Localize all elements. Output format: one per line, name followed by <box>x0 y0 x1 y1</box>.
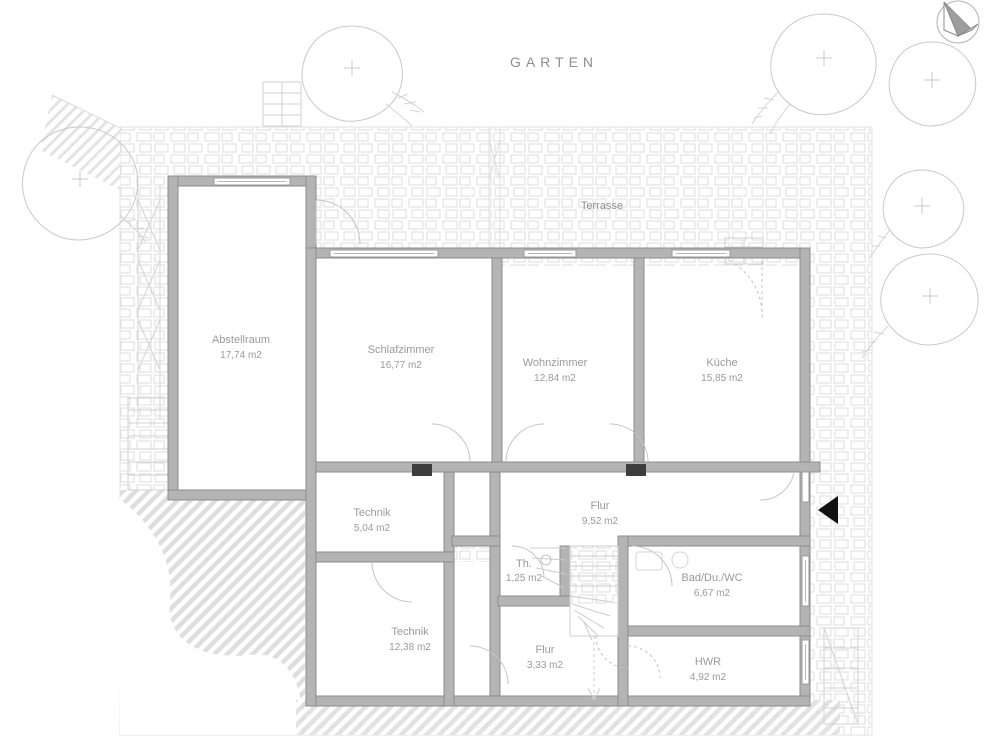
door-markers <box>412 464 646 476</box>
terrasse-label: Terrasse <box>581 200 623 212</box>
room-label-abstellraum: Abstellraum <box>212 334 270 346</box>
north-arrow-icon <box>936 0 980 44</box>
room-label-schlafzimmer: Schlafzimmer <box>368 344 435 356</box>
room-area-kueche: 15,85 m2 <box>701 373 743 384</box>
trellis-top-center <box>262 81 302 127</box>
tree-right-mid <box>869 169 965 259</box>
tree-top-center <box>301 25 425 127</box>
room-area-flur-unten: 3,33 m2 <box>527 660 564 671</box>
room-area-th: 1,25 m2 <box>506 573 543 584</box>
room-area-wohnzimmer: 12,84 m2 <box>534 373 576 384</box>
room-label-kueche: Küche <box>706 357 737 369</box>
tree-top-right <box>751 13 877 135</box>
room-area-technik-oben: 5,04 m2 <box>354 523 391 534</box>
room-area-bad-du-wc: 6,67 m2 <box>694 588 731 599</box>
tree-right-upper <box>888 41 977 127</box>
room-label-technik-unten: Technik <box>391 626 429 638</box>
room-labels: Abstellraum 17,74 m2 Schlafzimmer 16,77 … <box>212 334 743 683</box>
room-area-abstellraum: 17,74 m2 <box>220 350 262 361</box>
room-label-flur-mitte: Flur <box>591 500 610 512</box>
room-label-th: Th. <box>516 558 532 570</box>
room-area-flur-mitte: 9,52 m2 <box>582 516 619 527</box>
bathroom-fixtures <box>635 551 689 571</box>
room-area-schlafzimmer: 16,77 m2 <box>380 360 422 371</box>
trellis-top-left <box>137 185 161 420</box>
room-label-technik-oben: Technik <box>353 507 391 519</box>
trellis-bottom-right <box>823 627 859 725</box>
room-label-wohnzimmer: Wohnzimmer <box>523 357 588 369</box>
tree-right-lower <box>861 253 979 359</box>
windows <box>213 177 810 685</box>
room-area-technik-unten: 12,38 m2 <box>389 642 431 653</box>
planting-bed-hatch <box>118 490 840 735</box>
tree-top-left <box>22 126 150 243</box>
gravel-path <box>40 94 121 190</box>
room-label-hwr: HWR <box>695 656 721 668</box>
door-swings <box>315 199 795 685</box>
room-area-hwr: 4,92 m2 <box>690 672 727 683</box>
canopy-lines <box>488 128 501 252</box>
staircase <box>530 545 619 701</box>
room-label-bad-du-wc: Bad/Du./WC <box>681 572 742 584</box>
garten-title: GARTEN <box>510 54 598 70</box>
room-floors <box>178 186 800 696</box>
main-entrance-arrow <box>818 496 838 524</box>
room-label-flur-unten: Flur <box>536 644 555 656</box>
